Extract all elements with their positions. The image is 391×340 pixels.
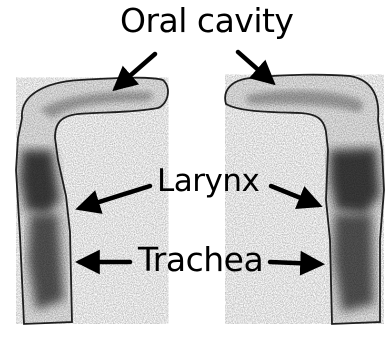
trachea-label: Trachea [138, 243, 263, 276]
oral-cavity-label: Oral cavity [120, 4, 293, 37]
larynx-label: Larynx [157, 166, 259, 197]
arrow-trachea-right [270, 262, 320, 264]
